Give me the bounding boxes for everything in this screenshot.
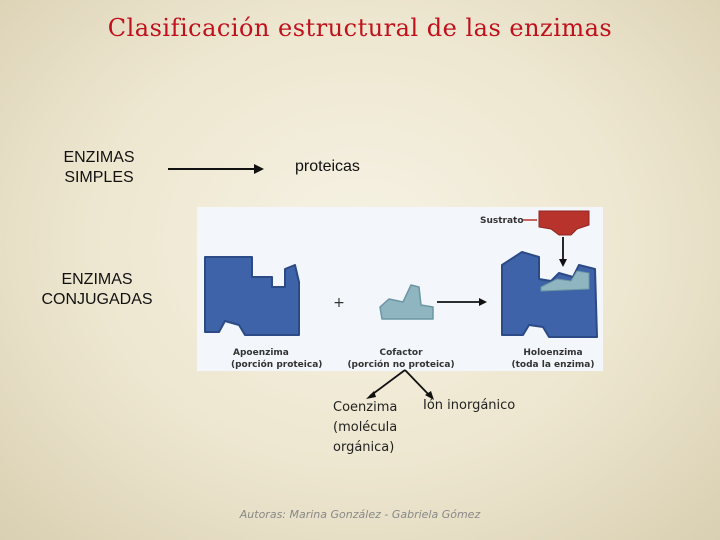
- coenzima-line3: orgánica): [333, 440, 395, 455]
- coenzima-label: Coenzima (molécula orgánica): [333, 398, 397, 458]
- apoenzima-shape: [204, 256, 300, 336]
- simples-line1: ENZIMAS: [63, 149, 135, 166]
- cofactor-shape: [379, 284, 434, 320]
- proteicas-label: proteicas: [295, 158, 360, 175]
- enzimas-simples-label: ENZIMAS SIMPLES: [40, 148, 158, 188]
- apoenzima-label-1: Apoenzima: [233, 348, 289, 358]
- cofactor-label-1: Cofactor: [379, 348, 423, 358]
- ion-inorganico-label: Ión inorgánico: [423, 398, 516, 413]
- enzyme-figure: + Sustrato Apoenzima (porción proteica) …: [197, 207, 603, 371]
- conjugadas-line2: CONJUGADAS: [41, 291, 153, 308]
- simples-line2: SIMPLES: [64, 169, 134, 186]
- cofactor-branch-arrows: [366, 369, 434, 400]
- cofactor-label-2: (porción no proteica): [347, 359, 454, 370]
- simples-arrow: [168, 164, 264, 174]
- authors-footer: Autoras: Marina González - Gabriela Góme…: [239, 508, 481, 521]
- enzimas-conjugadas-label: ENZIMAS CONJUGADAS: [22, 270, 172, 310]
- coenzima-line1: Coenzima: [333, 400, 398, 415]
- apoenzima-label-2: (porción proteica): [231, 359, 322, 370]
- holoenzima-label-1: Holoenzima: [523, 348, 582, 358]
- coenzima-line2: (molécula: [333, 420, 398, 435]
- holoenzima-label-2: (toda la enzima): [512, 360, 595, 370]
- sustrato-shape: [538, 210, 590, 236]
- conjugadas-line1: ENZIMAS: [61, 271, 133, 288]
- slide-title: Clasificación estructural de las enzimas: [107, 14, 613, 42]
- holoenzima-shape: [501, 251, 598, 338]
- plus-sign: +: [333, 295, 345, 311]
- sustrato-label: Sustrato: [480, 216, 524, 226]
